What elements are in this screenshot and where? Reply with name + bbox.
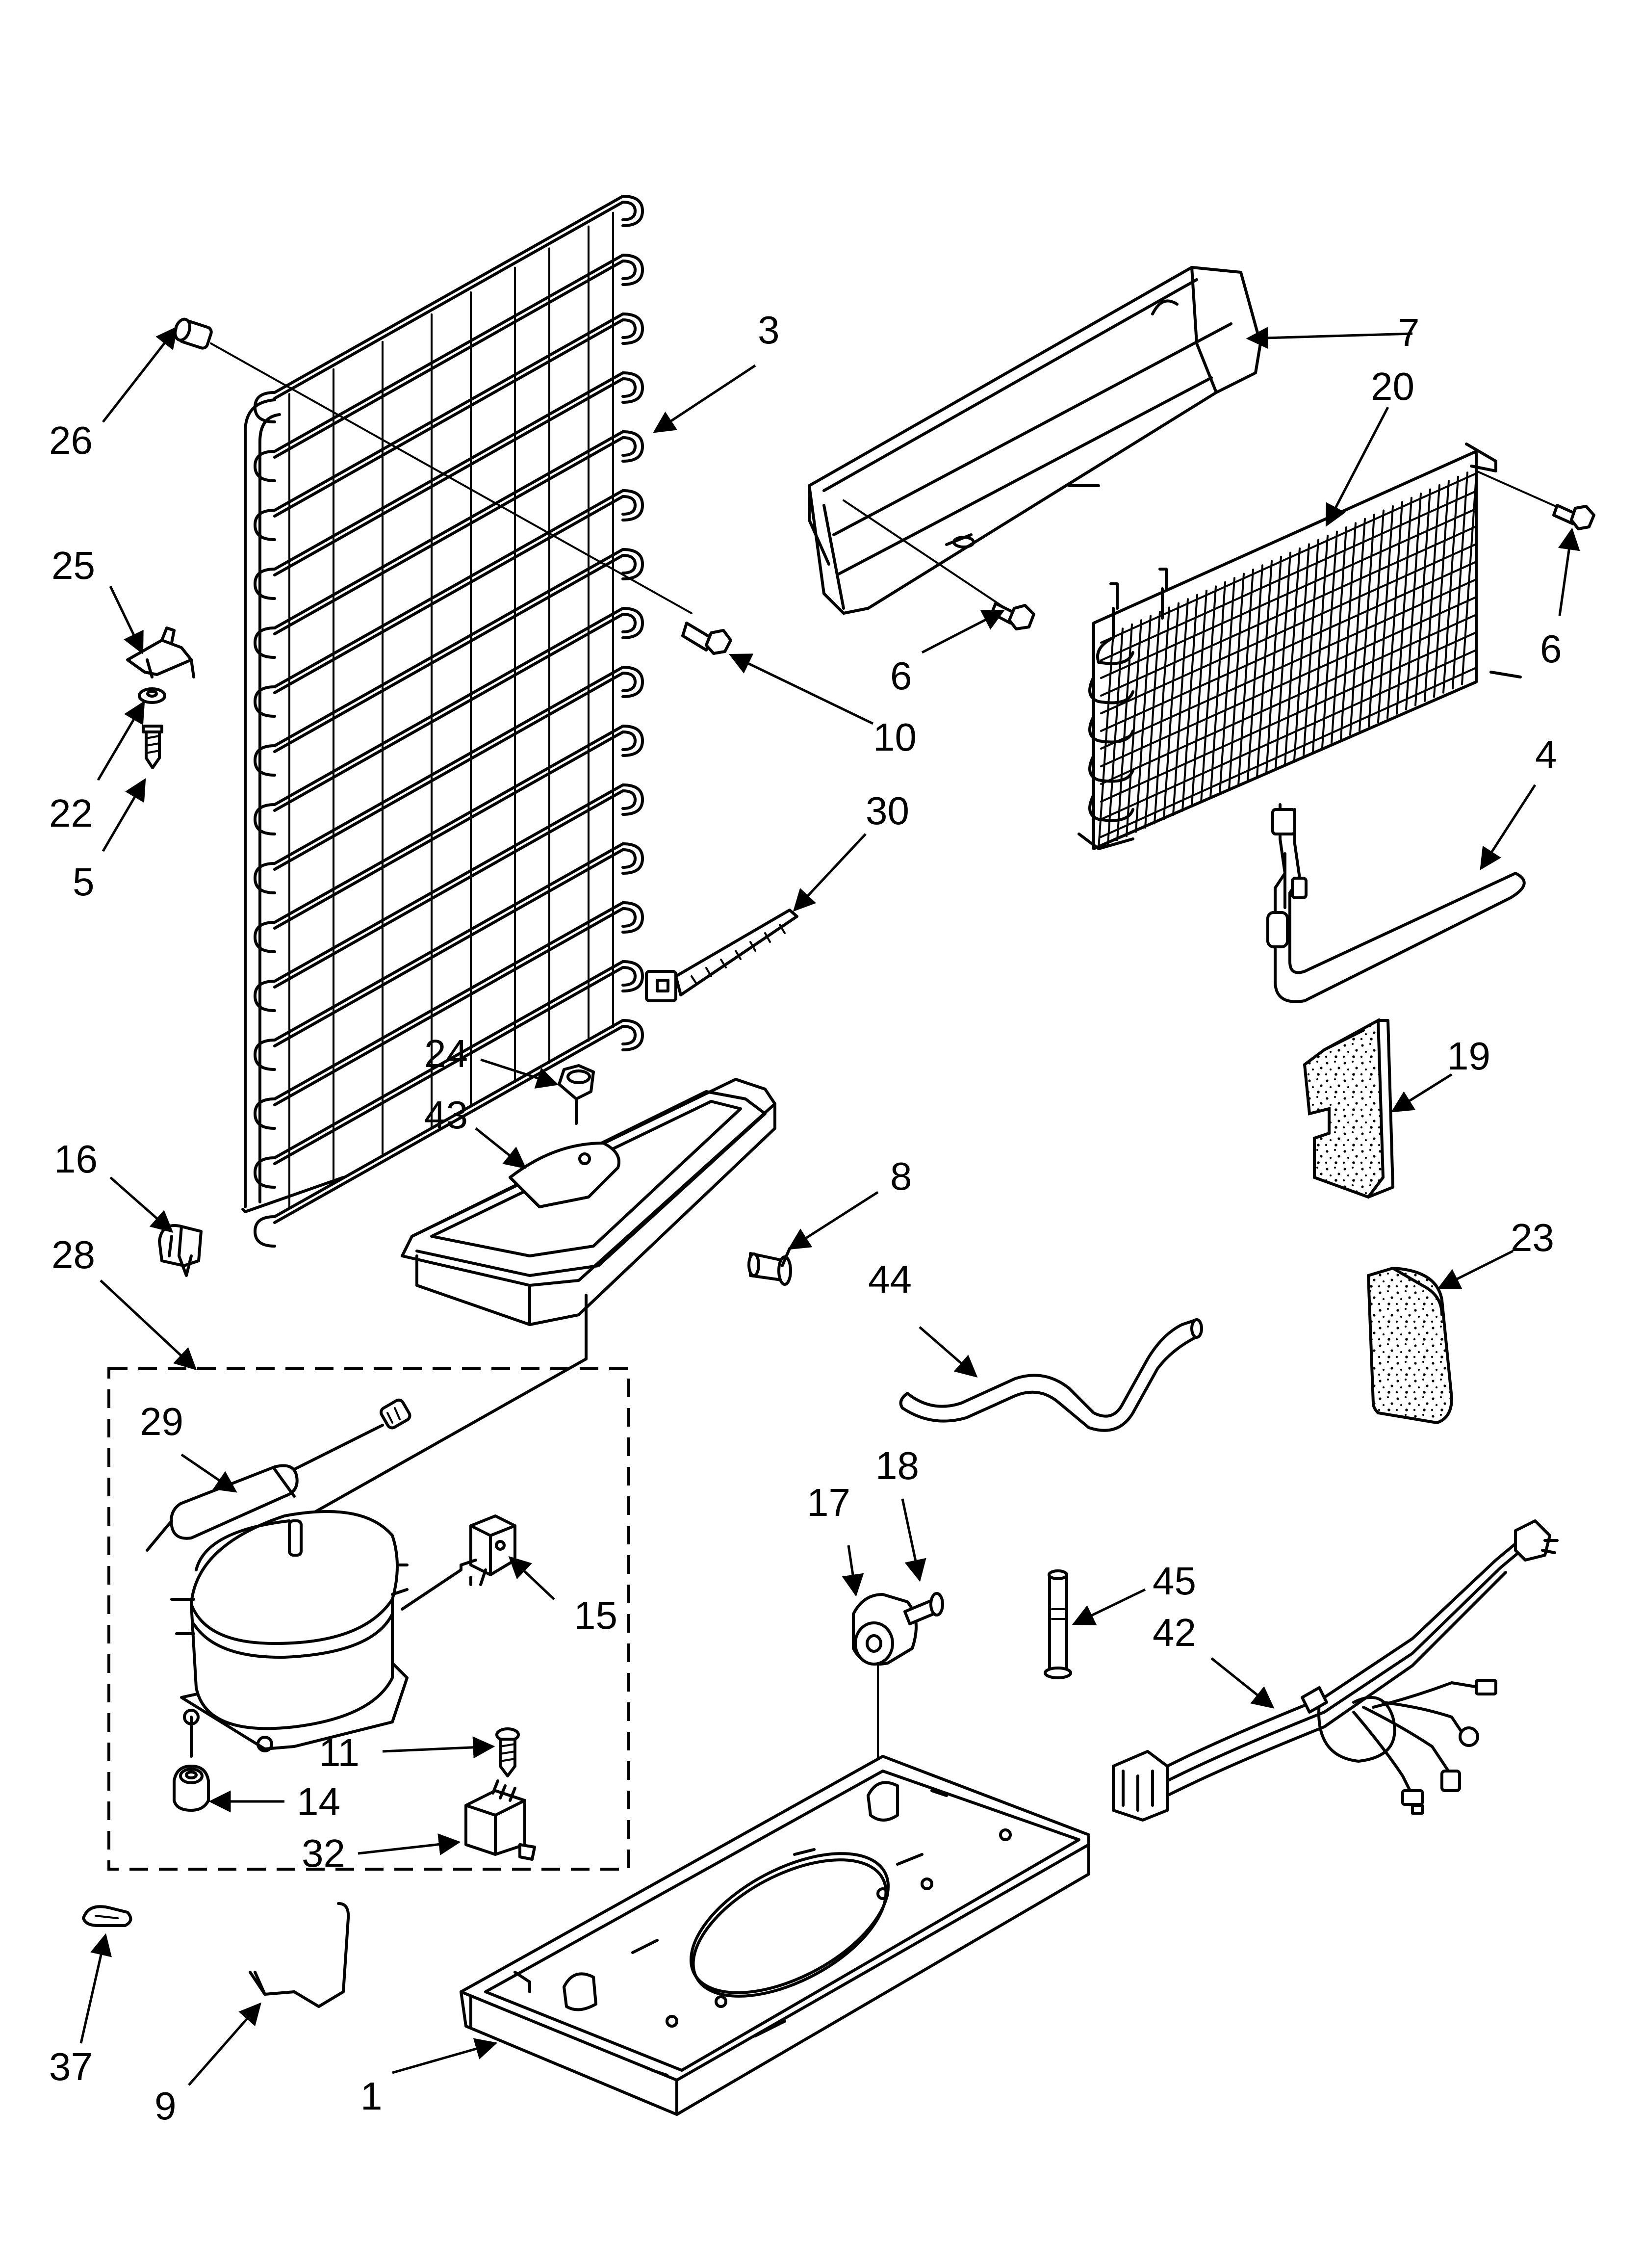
washer-part-22 xyxy=(138,687,166,704)
foam-block-part-19 xyxy=(1303,1018,1394,1199)
callout-15: 15 xyxy=(574,1593,617,1637)
callout-1: 1 xyxy=(360,2074,383,2118)
roller-part-17 xyxy=(852,1593,918,1666)
callout-labels: 3 26 7 20 25 6 6 10 4 22 30 5 24 19 43 1… xyxy=(49,308,1562,2128)
tube-part-44 xyxy=(899,1318,1203,1432)
callout-37: 37 xyxy=(49,2045,93,2088)
bracket-part-25 xyxy=(126,626,195,678)
condenser-support-wires xyxy=(288,211,614,1210)
callout-20: 20 xyxy=(1371,365,1414,408)
pin-part-8 xyxy=(747,1247,792,1286)
callout-19: 19 xyxy=(1447,1034,1490,1078)
grommet-part-24 xyxy=(558,1064,595,1125)
base-pan-part-1 xyxy=(460,1755,1090,2116)
callout-17: 17 xyxy=(807,1481,850,1524)
callout-29: 29 xyxy=(140,1400,183,1443)
wire-bracket-part-9 xyxy=(249,1902,350,2008)
callout-45: 45 xyxy=(1153,1559,1196,1603)
compressor-kit-boundary xyxy=(107,1367,630,1871)
capacitor-part-32 xyxy=(464,1779,536,1861)
condenser-tube-runs xyxy=(254,195,644,1248)
callout-3: 3 xyxy=(758,308,780,352)
callout-24: 24 xyxy=(424,1032,468,1075)
relay-part-15 xyxy=(401,1514,516,1611)
compressor xyxy=(170,1510,409,1758)
callout-16: 16 xyxy=(54,1137,98,1181)
callout-22: 22 xyxy=(49,791,93,835)
evaporator-cover-part-7 xyxy=(808,266,1262,615)
leader-lines xyxy=(79,326,1580,2086)
callout-6-left: 6 xyxy=(890,654,912,698)
screw-part-10 xyxy=(681,622,732,655)
screw-part-11 xyxy=(495,1727,520,1777)
clip-part-16 xyxy=(158,1224,203,1277)
screw-part-6-right xyxy=(1475,470,1595,530)
callout-10: 10 xyxy=(873,715,917,759)
callout-32: 32 xyxy=(302,1831,345,1875)
callout-18: 18 xyxy=(875,1444,919,1487)
foam-block-part-23 xyxy=(1366,1266,1454,1425)
callout-28: 28 xyxy=(51,1233,95,1277)
callout-8: 8 xyxy=(890,1154,912,1198)
callout-4: 4 xyxy=(1535,732,1557,776)
plate-part-43 xyxy=(509,1142,620,1208)
tube-part-45 xyxy=(1044,1569,1072,1679)
screw-part-5 xyxy=(142,725,163,769)
callout-5: 5 xyxy=(73,860,95,904)
cable-tie-part-30 xyxy=(645,909,798,1002)
callout-43: 43 xyxy=(424,1093,468,1137)
callout-7: 7 xyxy=(1398,311,1420,354)
drier-part-29 xyxy=(146,1398,411,1552)
callout-14: 14 xyxy=(297,1780,340,1824)
callout-23: 23 xyxy=(1511,1216,1554,1259)
condenser-coil-part-3 xyxy=(241,195,644,1248)
callout-25: 25 xyxy=(51,544,95,587)
evaporator-fins xyxy=(1098,467,1478,850)
clip-part-37 xyxy=(82,1905,132,1927)
callout-9: 9 xyxy=(154,2084,177,2128)
wire-harness-part-42 xyxy=(1112,1519,1559,1822)
callout-6-right: 6 xyxy=(1540,627,1562,671)
grommet-part-14 xyxy=(173,1765,210,1812)
drain-tube-line xyxy=(298,1294,588,1522)
screw-part-6-left xyxy=(990,602,1035,630)
heater-part-4 xyxy=(1266,803,1526,1003)
evaporator-part-20 xyxy=(1078,443,1522,850)
callout-42: 42 xyxy=(1153,1611,1196,1654)
callout-44: 44 xyxy=(868,1257,912,1301)
callout-11: 11 xyxy=(319,1731,359,1774)
callout-30: 30 xyxy=(866,789,909,833)
callout-26: 26 xyxy=(49,418,93,462)
